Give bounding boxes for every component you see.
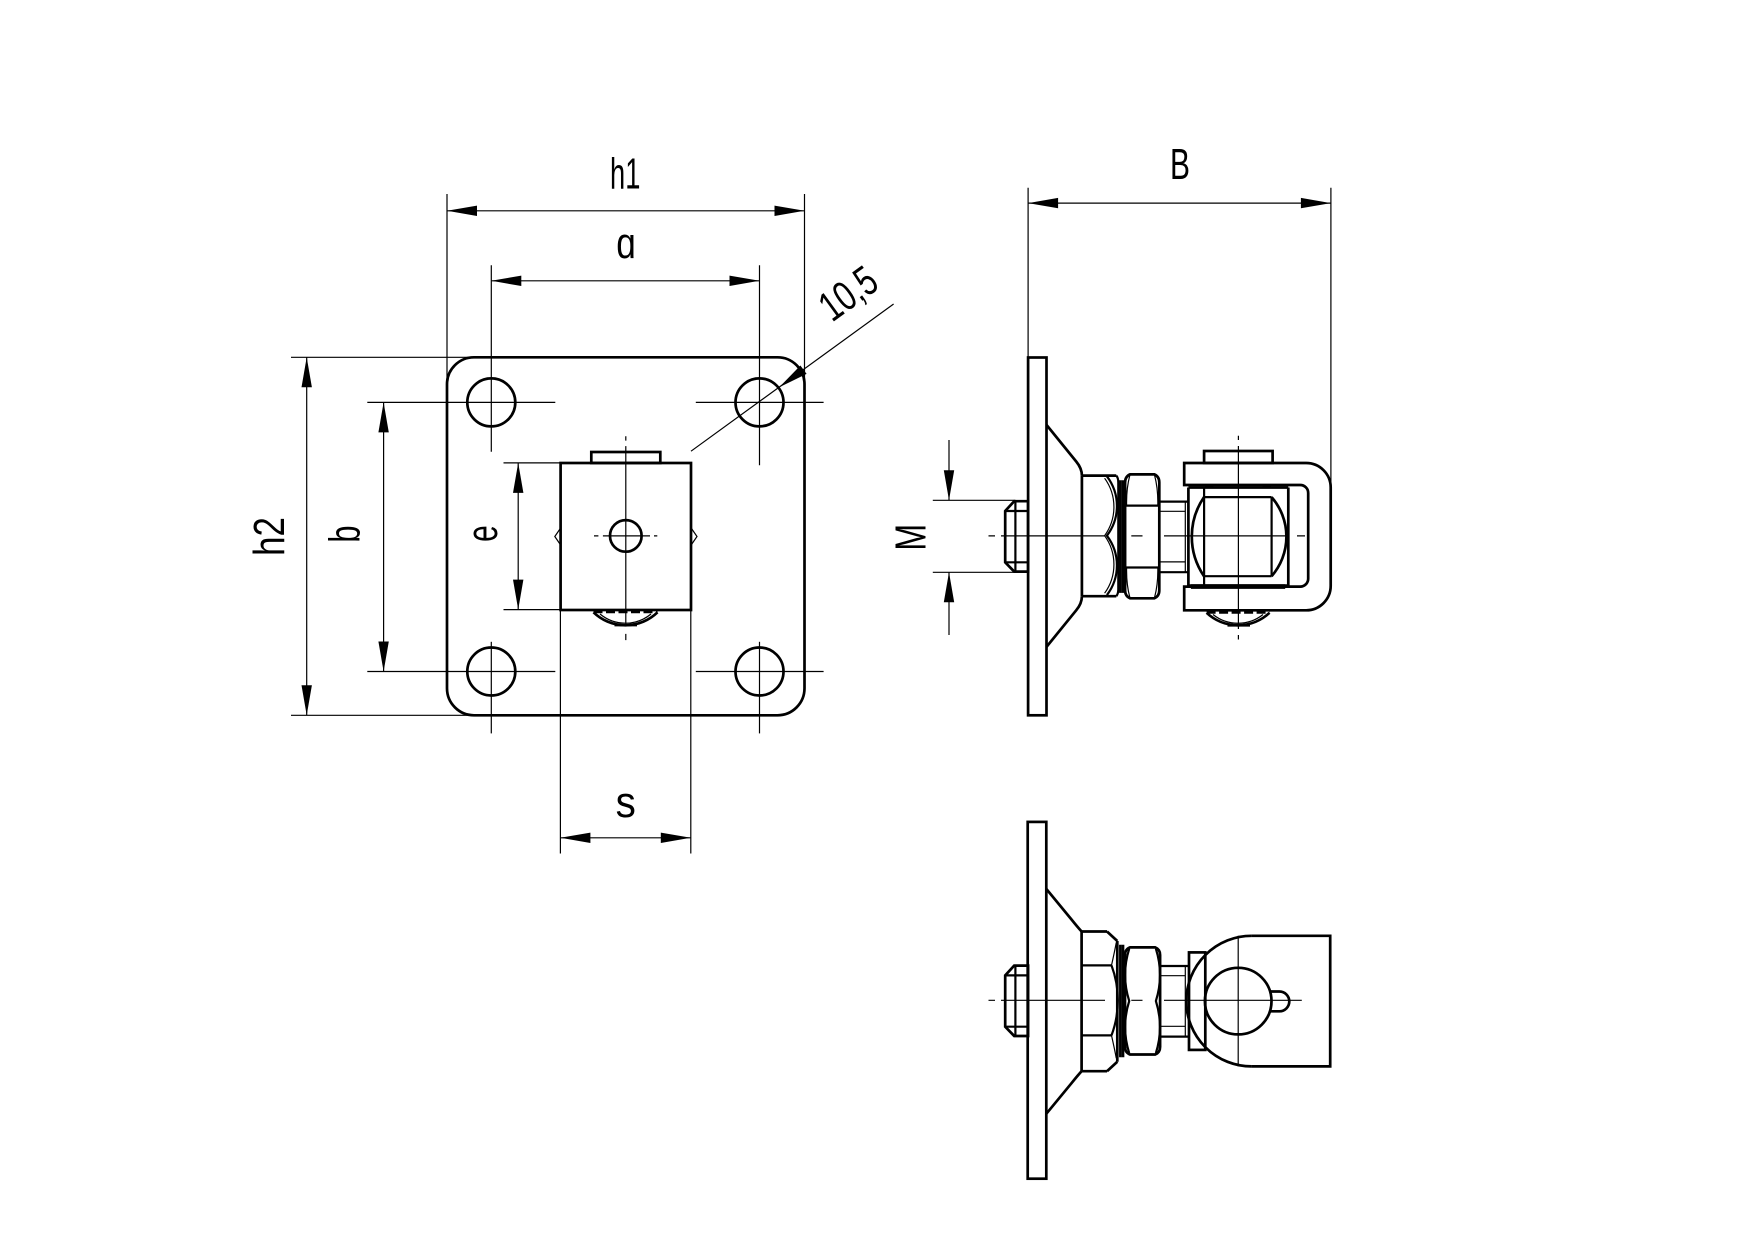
svg-text:ɑ: ɑ	[616, 219, 636, 268]
svg-text:B: B	[1170, 139, 1190, 188]
svg-text:h1: h1	[610, 149, 640, 198]
svg-text:M: M	[887, 524, 936, 551]
svg-text:b: b	[321, 525, 370, 542]
svg-text:s: s	[616, 777, 636, 826]
svg-text:h2: h2	[245, 517, 294, 556]
svg-text:e: e	[457, 525, 506, 542]
